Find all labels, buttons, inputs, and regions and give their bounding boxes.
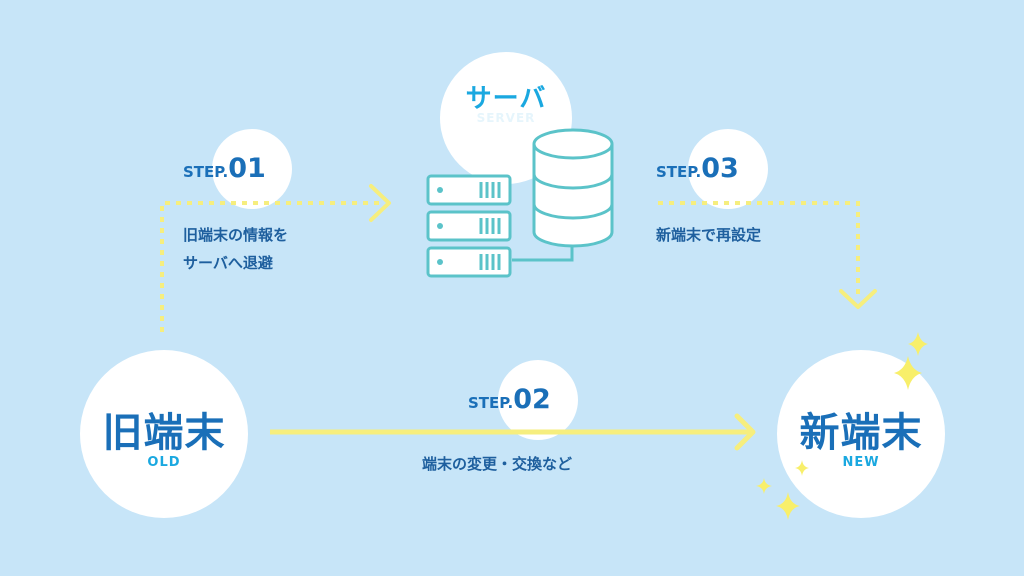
step01-heading: STEP.01 — [183, 153, 266, 184]
database-icon — [532, 128, 614, 248]
step01-line1: 旧端末の情報を — [183, 226, 289, 244]
step02-prefix: STEP. — [468, 394, 514, 412]
step03-heading: STEP.03 — [656, 153, 739, 184]
step02-arrowhead — [734, 413, 756, 451]
step03-prefix: STEP. — [656, 163, 702, 181]
step01-line2: サーバへ退避 — [183, 254, 273, 272]
new-device-circle — [777, 350, 945, 518]
step03-line1: 新端末で再設定 — [656, 226, 762, 244]
server-label: サーバ — [465, 84, 547, 114]
step03-arrowhead — [839, 289, 877, 309]
sparkle-icon — [894, 332, 928, 390]
step03-arrow — [658, 201, 860, 298]
step01-circle — [212, 129, 292, 209]
new-device-label: 新端末 — [799, 410, 923, 456]
step01-arrowhead — [369, 184, 391, 222]
old-device-sublabel: OLD — [147, 455, 181, 470]
old-device-label: 旧端末 — [102, 410, 226, 456]
step01-description: 旧端末の情報を サーバへ退避 — [183, 221, 288, 277]
step01-number: 01 — [228, 153, 266, 184]
step03-circle — [688, 129, 768, 209]
old-device-circle — [80, 350, 248, 518]
step02-circle — [498, 360, 578, 440]
step01-prefix: STEP. — [183, 163, 229, 181]
step03-description: 新端末で再設定 — [656, 221, 761, 249]
step02-description: 端末の変更・交換など — [422, 450, 572, 478]
step03-number: 03 — [701, 153, 739, 184]
step02-heading: STEP.02 — [468, 384, 551, 415]
step02-number: 02 — [513, 384, 551, 415]
step02-line1: 端末の変更・交換など — [422, 455, 573, 473]
server-sublabel: SERVER — [476, 111, 536, 125]
sparkle-icon — [756, 460, 809, 520]
server-rack-icon — [426, 174, 574, 278]
new-device-sublabel: NEW — [842, 455, 880, 470]
